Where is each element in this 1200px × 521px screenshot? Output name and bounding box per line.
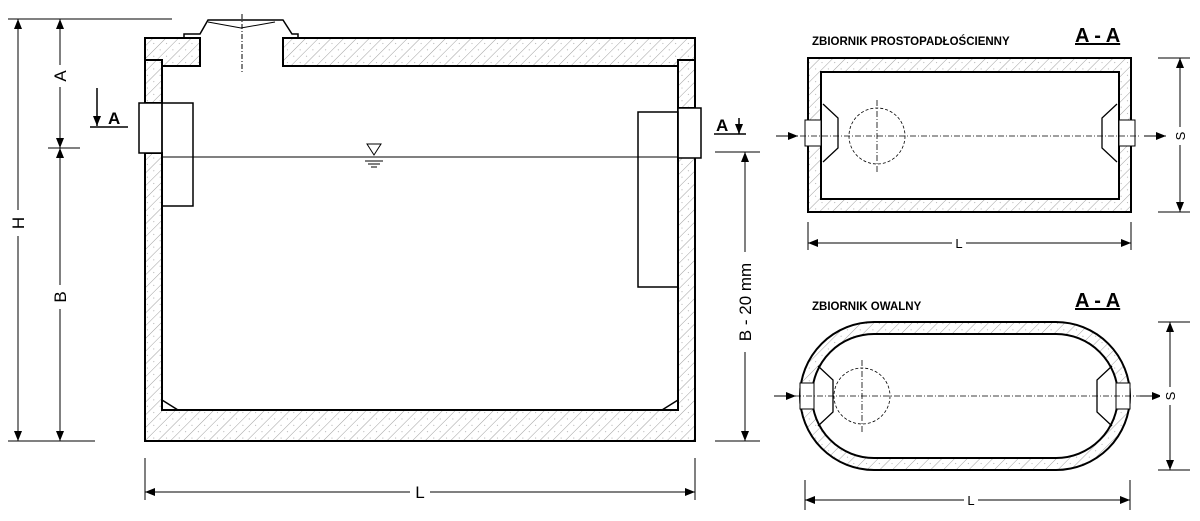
oval-dim-s-label: S [1163,391,1178,400]
rect-dim-l-label: L [955,236,962,251]
rect-tank-plan: ZBIORNIK PROSTOPADŁOŚCIENNY A - A S L [776,25,1190,251]
inlet-baffle [161,102,194,207]
outlet-baffle [637,111,679,288]
rect-tank-section: A - A [1075,25,1120,47]
outlet-pipe [677,107,702,159]
manhole-cover [183,14,299,72]
dim-b-label: B [51,291,70,302]
dim-h-label: H [9,217,28,229]
dim-l-label: L [415,483,424,502]
oval-tank-section: A - A [1075,290,1120,312]
section-mark-right: A [716,116,728,135]
section-mark-left: A [108,109,120,128]
oval-dim-l-label: L [967,493,974,508]
dim-a-label: A [51,70,70,82]
rect-tank-title: ZBIORNIK PROSTOPADŁOŚCIENNY [812,35,1010,48]
water-level-icon [366,143,382,156]
tank-walls [144,37,696,442]
main-section-view: A B H A A B - 20 mm L [8,14,760,502]
rect-dim-s-label: S [1173,131,1188,140]
oval-tank-plan: ZBIORNIK OWALNY A - A S L [774,290,1190,510]
oval-tank-title: ZBIORNIK OWALNY [812,301,922,313]
inlet-pipe [138,102,163,154]
dim-b-minus-label: B - 20 mm [736,263,755,341]
